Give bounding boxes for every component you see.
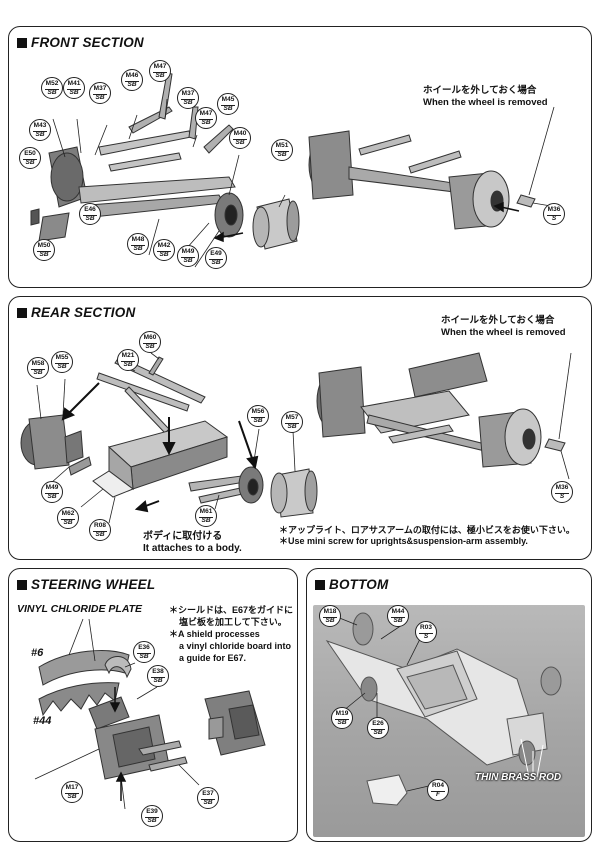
- rear-wheel-removed-note-en: When the wheel is removed: [441, 327, 566, 338]
- section-square-icon: [17, 37, 27, 48]
- front-wheel-removed-note-en: When the wheel is removed: [423, 97, 548, 108]
- front-wheel-removed-note-jp: ホイールを外しておく場合: [423, 85, 537, 96]
- rear-assembly-drawing: [20, 352, 572, 524]
- vinyl-plate-label: VINYL CHLORIDE PLATE: [17, 603, 143, 615]
- shield-note-en-1: ＊A shield processes: [169, 629, 260, 639]
- bottom-panel: BOTTOM THIN BRASS ROD M18: [306, 568, 592, 842]
- steering-wheel-title: STEERING WHEEL: [17, 577, 155, 592]
- section-square-icon: [315, 579, 325, 590]
- thin-brass-rod-label: THIN BRASS ROD: [475, 772, 562, 783]
- shield-note-jp-2: 塩ビ板を加工して下さい。: [179, 617, 287, 627]
- section-square-icon: [17, 579, 27, 590]
- rear-section-title: REAR SECTION: [17, 305, 135, 320]
- bottom-title: BOTTOM: [315, 577, 388, 592]
- section-square-icon: [17, 307, 27, 318]
- rear-section-panel: REAR SECTION: [8, 296, 592, 560]
- front-section-title: FRONT SECTION: [17, 35, 144, 50]
- front-assembly-drawing: [30, 72, 558, 268]
- steering-wheel-panel: STEERING WHEEL VINYL CHLORIDE PLATE #6 #…: [8, 568, 298, 842]
- shield-note-en-3: a guide for E67.: [179, 653, 247, 663]
- mini-screw-note-en: ＊Use mini screw for uprights&suspension-…: [279, 536, 528, 546]
- shield-note-jp-1: ＊シールドは、E67をガイドに: [169, 605, 294, 615]
- shield-number-44: #44: [33, 715, 52, 727]
- attach-body-note-en: It attaches to a body.: [143, 543, 242, 554]
- attach-body-note-jp: ボディに取付ける: [143, 531, 223, 542]
- rear-wheel-removed-note-jp: ホイールを外しておく場合: [441, 315, 555, 326]
- shield-number-6: #6: [31, 647, 44, 659]
- bottom-chassis-drawing: [325, 612, 562, 806]
- shield-note-en-2: a vinyl chloride board into: [179, 641, 292, 651]
- front-section-panel: FRONT SECTION: [8, 26, 592, 288]
- steering-assembly-drawing: [34, 618, 266, 810]
- mini-screw-note-jp: ＊アップライト、ロアサスアームの取付には、極小ビスをお使い下さい。: [279, 525, 575, 535]
